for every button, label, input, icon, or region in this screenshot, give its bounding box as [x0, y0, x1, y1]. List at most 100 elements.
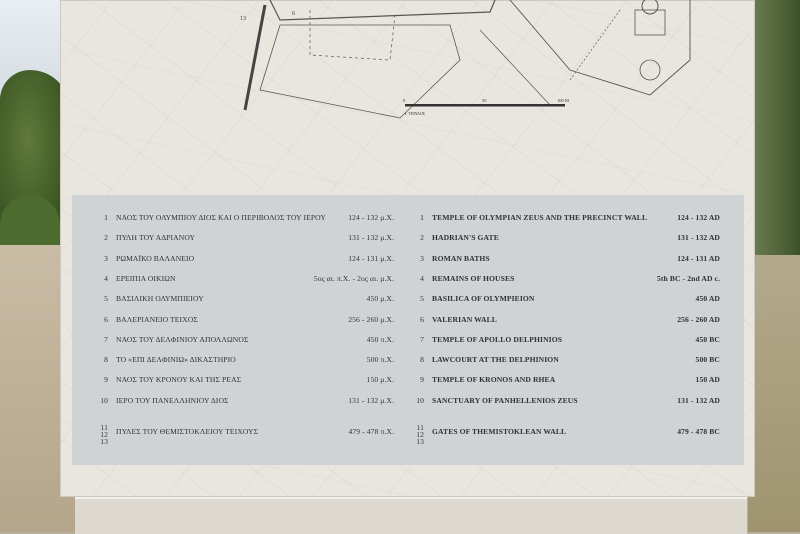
legend-date: 124 - 131 AD: [677, 253, 720, 263]
legend-date: 150 μ.Χ.: [366, 375, 394, 385]
legend-number: 11: [100, 423, 108, 432]
legend-name: ROMAN BATHS: [432, 253, 490, 263]
legend-date: 124 - 132 μ.Χ.: [348, 213, 394, 222]
legend-name: ΒΑΛΕΡΙΑΝΕΙΟ ΤΕΙΧΟΣ: [116, 314, 198, 324]
scale-start-label: 0: [403, 98, 406, 103]
legend-name: GATES OF THEMISTOKLEAN WALL: [432, 427, 567, 436]
english-legend-row: 5 BASILICA OF OLYMPIEION 450 AD: [410, 294, 720, 308]
legend-date: 500 π.Χ.: [366, 355, 394, 365]
bush-left: [0, 195, 60, 250]
legend-date: 450 AD: [695, 294, 720, 304]
scale-mid-label: 50: [482, 98, 487, 103]
legend-number: 4: [104, 273, 108, 283]
legend-number: 12: [100, 430, 108, 439]
legend-number: 9: [420, 375, 424, 385]
legend-date: 131 - 132 AD: [677, 233, 720, 243]
map-credit: I. ΤΡΑΥΛΟΣ: [405, 111, 426, 116]
english-legend-row: 8 LAWCOURT AT THE DELPHINION 500 BC: [410, 355, 720, 369]
legend-number: 7: [104, 334, 108, 344]
legend-date: 124 - 132 AD: [677, 213, 720, 222]
legend-date: 131 - 132 μ.Χ.: [348, 395, 394, 405]
monument-legend: 1 ΝΑΟΣ ΤΟΥ ΟΛΥΜΠΙΟΥ ΔΙΟΣ ΚΑΙ Ο ΠΕΡΙΒΟΛΟΣ …: [72, 195, 744, 465]
scale-bar: [405, 104, 565, 107]
legend-number: 6: [104, 314, 108, 324]
legend-number: 3: [420, 253, 424, 263]
greek-legend-row: 3 ΡΩΜΑΪΚΟ ΒΑΛΑΝΕΙΟ 124 - 131 μ.Χ.: [94, 254, 394, 268]
greek-legend-row: 2 ΠΥΛΗ ΤΟΥ ΑΔΡΙΑΝΟΥ 131 - 132 μ.Χ.: [94, 233, 394, 247]
legend-name: TEMPLE OF OLYMPIAN ZEUS AND THE PRECINCT…: [432, 213, 648, 222]
legend-date: 500 BC: [695, 355, 720, 365]
legend-number: 3: [104, 253, 108, 263]
greek-legend-row: 6 ΒΑΛΕΡΙΑΝΕΙΟ ΤΕΙΧΟΣ 256 - 260 μ.Χ.: [94, 315, 394, 329]
legend-name: LAWCOURT AT THE DELPHINION: [432, 355, 559, 365]
greek-legend-row: 5 ΒΑΣΙΛΙΚΗ ΟΛΥΜΠΙΕΙΟΥ 450 μ.Χ.: [94, 294, 394, 308]
map-marker-6: 6: [292, 11, 295, 17]
legend-name: ΝΑΟΣ ΤΟΥ ΚΡΟΝΟΥ ΚΑΙ ΤΗΣ ΡΕΑΣ: [116, 375, 242, 385]
greek-legend-row: 7 ΝΑΟΣ ΤΟΥ ΔΕΛΦΙΝΙΟΥ ΑΠΟΛΛΩΝΟΣ 450 π.Χ.: [94, 335, 394, 349]
scale-end-label: 100 M: [557, 98, 569, 103]
greek-legend-row: 4 ΕΡΕΙΠΙΑ ΟΙΚΙΩΝ 5ος αι. π.Χ. - 2ος αι. μ.…: [94, 274, 394, 288]
legend-date: 450 π.Χ.: [366, 334, 394, 344]
greek-legend-row: 10 ΙΕΡΟ ΤΟΥ ΠΑΝΕΛΛΗΝΙΟΥ ΔΙΟΣ 131 - 132 μ.Χ…: [94, 396, 394, 410]
legend-date: 256 - 260 AD: [677, 314, 720, 324]
legend-name: HADRIAN'S GATE: [432, 233, 499, 243]
legend-number: 2: [104, 233, 108, 243]
legend-number: 8: [104, 355, 108, 365]
legend-date: 450 BC: [695, 334, 720, 344]
legend-name: ΙΕΡΟ ΤΟΥ ΠΑΝΕΛΛΗΝΙΟΥ ΔΙΟΣ: [116, 395, 229, 405]
legend-date: 131 - 132 μ.Χ.: [348, 233, 394, 243]
sign-base: [75, 497, 747, 534]
legend-number: 1: [104, 213, 108, 222]
legend-number: 13: [416, 437, 424, 446]
legend-name: ΡΩΜΑΪΚΟ ΒΑΛΑΝΕΙΟ: [116, 253, 195, 263]
legend-name: REMAINS OF HOUSES: [432, 273, 515, 283]
legend-name: ΠΥΛΕΣ ΤΟΥ ΘΕΜΙΣΤΟΚΛΕΙΟΥ ΤΕΙΧΟΥΣ: [116, 427, 259, 436]
legend-date: 479 - 478 BC: [677, 427, 720, 436]
english-legend-row: 7 TEMPLE OF APOLLO DELPHINIOS 450 BC: [410, 335, 720, 349]
legend-name: ΒΑΣΙΛΙΚΗ ΟΛΥΜΠΙΕΙΟΥ: [116, 294, 204, 304]
legend-date: 5ος αι. π.Χ. - 2ος αι. μ.Χ.: [313, 273, 394, 283]
legend-name: TEMPLE OF APOLLO DELPHINIOS: [432, 334, 563, 344]
greek-legend-row: 1 ΝΑΟΣ ΤΟΥ ΟΛΥΜΠΙΟΥ ΔΙΟΣ ΚΑΙ Ο ΠΕΡΙΒΟΛΟΣ …: [94, 213, 394, 227]
map-marker-13: 13: [240, 16, 246, 22]
site-plan-map: 13 6 0 50 100 M I. ΤΡΑΥΛΟΣ: [240, 0, 691, 119]
legend-number: 5: [420, 294, 424, 304]
legend-date: 256 - 260 μ.Χ.: [348, 314, 394, 324]
greek-legend-row: 9 ΝΑΟΣ ΤΟΥ ΚΡΟΝΟΥ ΚΑΙ ΤΗΣ ΡΕΑΣ 150 μ.Χ.: [94, 375, 394, 389]
legend-name: TEMPLE OF KRONOS AND RHEA: [432, 375, 556, 385]
english-legend-row: 1 TEMPLE OF OLYMPIAN ZEUS AND THE PRECINC…: [410, 213, 720, 227]
legend-name: VALERIAN WALL: [432, 314, 497, 324]
legend-date: 5th BC - 2nd AD c.: [657, 273, 720, 283]
legend-date: 450 μ.Χ.: [366, 294, 394, 304]
legend-name: ΕΡΕΙΠΙΑ ΟΙΚΙΩΝ: [116, 273, 176, 283]
legend-number: 11: [416, 423, 424, 432]
legend-name: ΝΑΟΣ ΤΟΥ ΟΛΥΜΠΙΟΥ ΔΙΟΣ ΚΑΙ Ο ΠΕΡΙΒΟΛΟΣ Τ…: [116, 213, 326, 222]
legend-number: 9: [104, 375, 108, 385]
legend-name: SANCTUARY OF PANHELLENIOS ZEUS: [432, 395, 578, 405]
legend-date: 131 - 132 AD: [677, 395, 720, 405]
legend-number: 7: [420, 334, 424, 344]
legend-name: ΠΥΛΗ ΤΟΥ ΑΔΡΙΑΝΟΥ: [116, 233, 196, 243]
legend-number: 5: [104, 294, 108, 304]
english-legend-row: 2 HADRIAN'S GATE 131 - 132 AD: [410, 233, 720, 247]
legend-number: 2: [420, 233, 424, 243]
legend-number: 8: [420, 355, 424, 365]
legend-name: BASILICA OF OLYMPIEION: [432, 294, 535, 304]
legend-number: 1: [420, 213, 424, 222]
legend-date: 124 - 131 μ.Χ.: [348, 253, 394, 263]
legend-name: ΝΑΟΣ ΤΟΥ ΔΕΛΦΙΝΙΟΥ ΑΠΟΛΛΩΝΟΣ: [116, 334, 249, 344]
legend-number: 13: [100, 437, 108, 446]
english-legend-row: 3 ROMAN BATHS 124 - 131 AD: [410, 254, 720, 268]
legend-number: 12: [416, 430, 424, 439]
legend-number: 10: [100, 395, 108, 405]
